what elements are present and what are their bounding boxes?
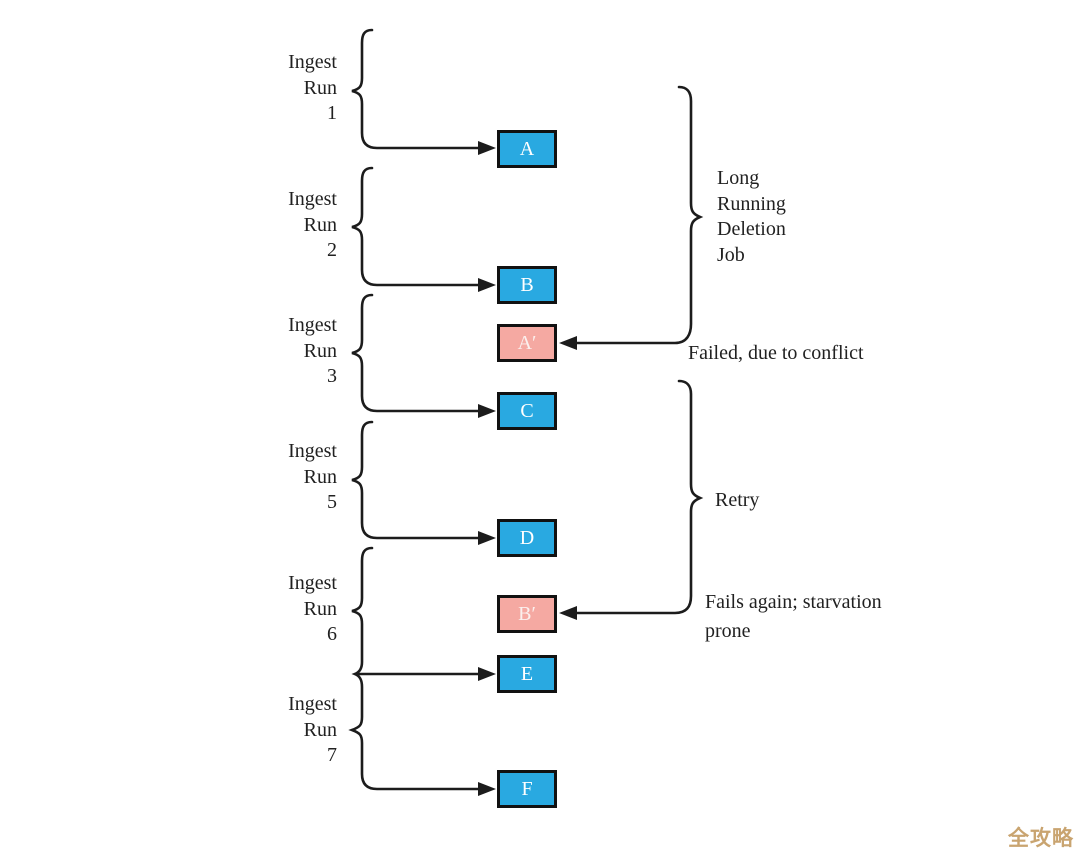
arrowhead-box-f bbox=[478, 782, 496, 796]
run-label-line: 7 bbox=[327, 744, 337, 766]
run-label-line: Run bbox=[303, 213, 337, 236]
run-label-line: Ingest bbox=[288, 440, 337, 462]
run-label-line: 3 bbox=[327, 365, 337, 387]
box-a: A bbox=[497, 130, 557, 168]
run-label-line: 5 bbox=[327, 491, 337, 513]
box-d: D bbox=[497, 519, 557, 557]
annotation-line: Fails again; starvation bbox=[705, 591, 882, 613]
annotation-fails-again: Fails again; starvation prone bbox=[705, 588, 882, 646]
annotation-deletion-job: Long Running Deletion Job bbox=[717, 166, 786, 268]
run-label-line: Run bbox=[303, 339, 337, 362]
annotation-line: Long bbox=[717, 167, 760, 189]
arrowhead-box-d bbox=[478, 531, 496, 545]
brace-arrow-run-3 bbox=[351, 293, 480, 413]
run-label-line: 1 bbox=[327, 102, 337, 124]
run-label-line: Run bbox=[303, 465, 337, 488]
brace-arrow-run-1 bbox=[351, 28, 480, 150]
run-label-2: Ingest Run 2 bbox=[207, 187, 337, 264]
annotation-line: Running bbox=[717, 192, 786, 215]
arrowhead-box-c bbox=[478, 404, 496, 418]
box-b: B bbox=[497, 266, 557, 304]
run-label-line: Run bbox=[303, 597, 337, 620]
run-label-line: Ingest bbox=[288, 572, 337, 594]
arrowhead-box-a bbox=[478, 141, 496, 155]
annotation-line: Deletion bbox=[717, 218, 786, 240]
run-label-line: 2 bbox=[327, 239, 337, 261]
arrowhead-box-e bbox=[478, 667, 496, 681]
box-a-prime: A′ bbox=[497, 324, 557, 362]
box-b-prime: B′ bbox=[497, 595, 557, 633]
run-label-line: Ingest bbox=[288, 314, 337, 336]
run-label-6: Ingest Run 6 bbox=[207, 571, 337, 648]
annotation-failed-conflict: Failed, due to conflict bbox=[688, 342, 864, 364]
brace-arrow-retry bbox=[575, 379, 704, 615]
watermark: 全攻略 bbox=[1008, 826, 1074, 850]
run-label-line: 6 bbox=[327, 623, 337, 645]
run-label-7: Ingest Run 7 bbox=[207, 692, 337, 769]
arrowhead-box-b-prime bbox=[559, 606, 577, 620]
annotation-line: prone bbox=[705, 620, 751, 642]
run-label-line: Run bbox=[303, 76, 337, 99]
brace-arrow-deletion-job bbox=[575, 85, 704, 345]
box-c: C bbox=[497, 392, 557, 430]
box-e: E bbox=[497, 655, 557, 693]
annotation-retry: Retry bbox=[715, 489, 760, 511]
run-label-5: Ingest Run 5 bbox=[207, 439, 337, 516]
run-label-3: Ingest Run 3 bbox=[207, 313, 337, 390]
run-label-line: Ingest bbox=[288, 693, 337, 715]
arrowhead-box-b bbox=[478, 278, 496, 292]
annotation-line: Job bbox=[717, 243, 745, 266]
run-label-line: Ingest bbox=[288, 51, 337, 73]
run-label-line: Run bbox=[303, 718, 337, 741]
run-label-1: Ingest Run 1 bbox=[207, 50, 337, 127]
run-label-line: Ingest bbox=[288, 188, 337, 210]
arrowhead-box-a-prime bbox=[559, 336, 577, 350]
box-f: F bbox=[497, 770, 557, 808]
brace-arrow-run-6-7 bbox=[348, 546, 480, 791]
brace-arrow-run-5 bbox=[351, 420, 480, 540]
brace-arrow-run-2 bbox=[351, 166, 480, 287]
